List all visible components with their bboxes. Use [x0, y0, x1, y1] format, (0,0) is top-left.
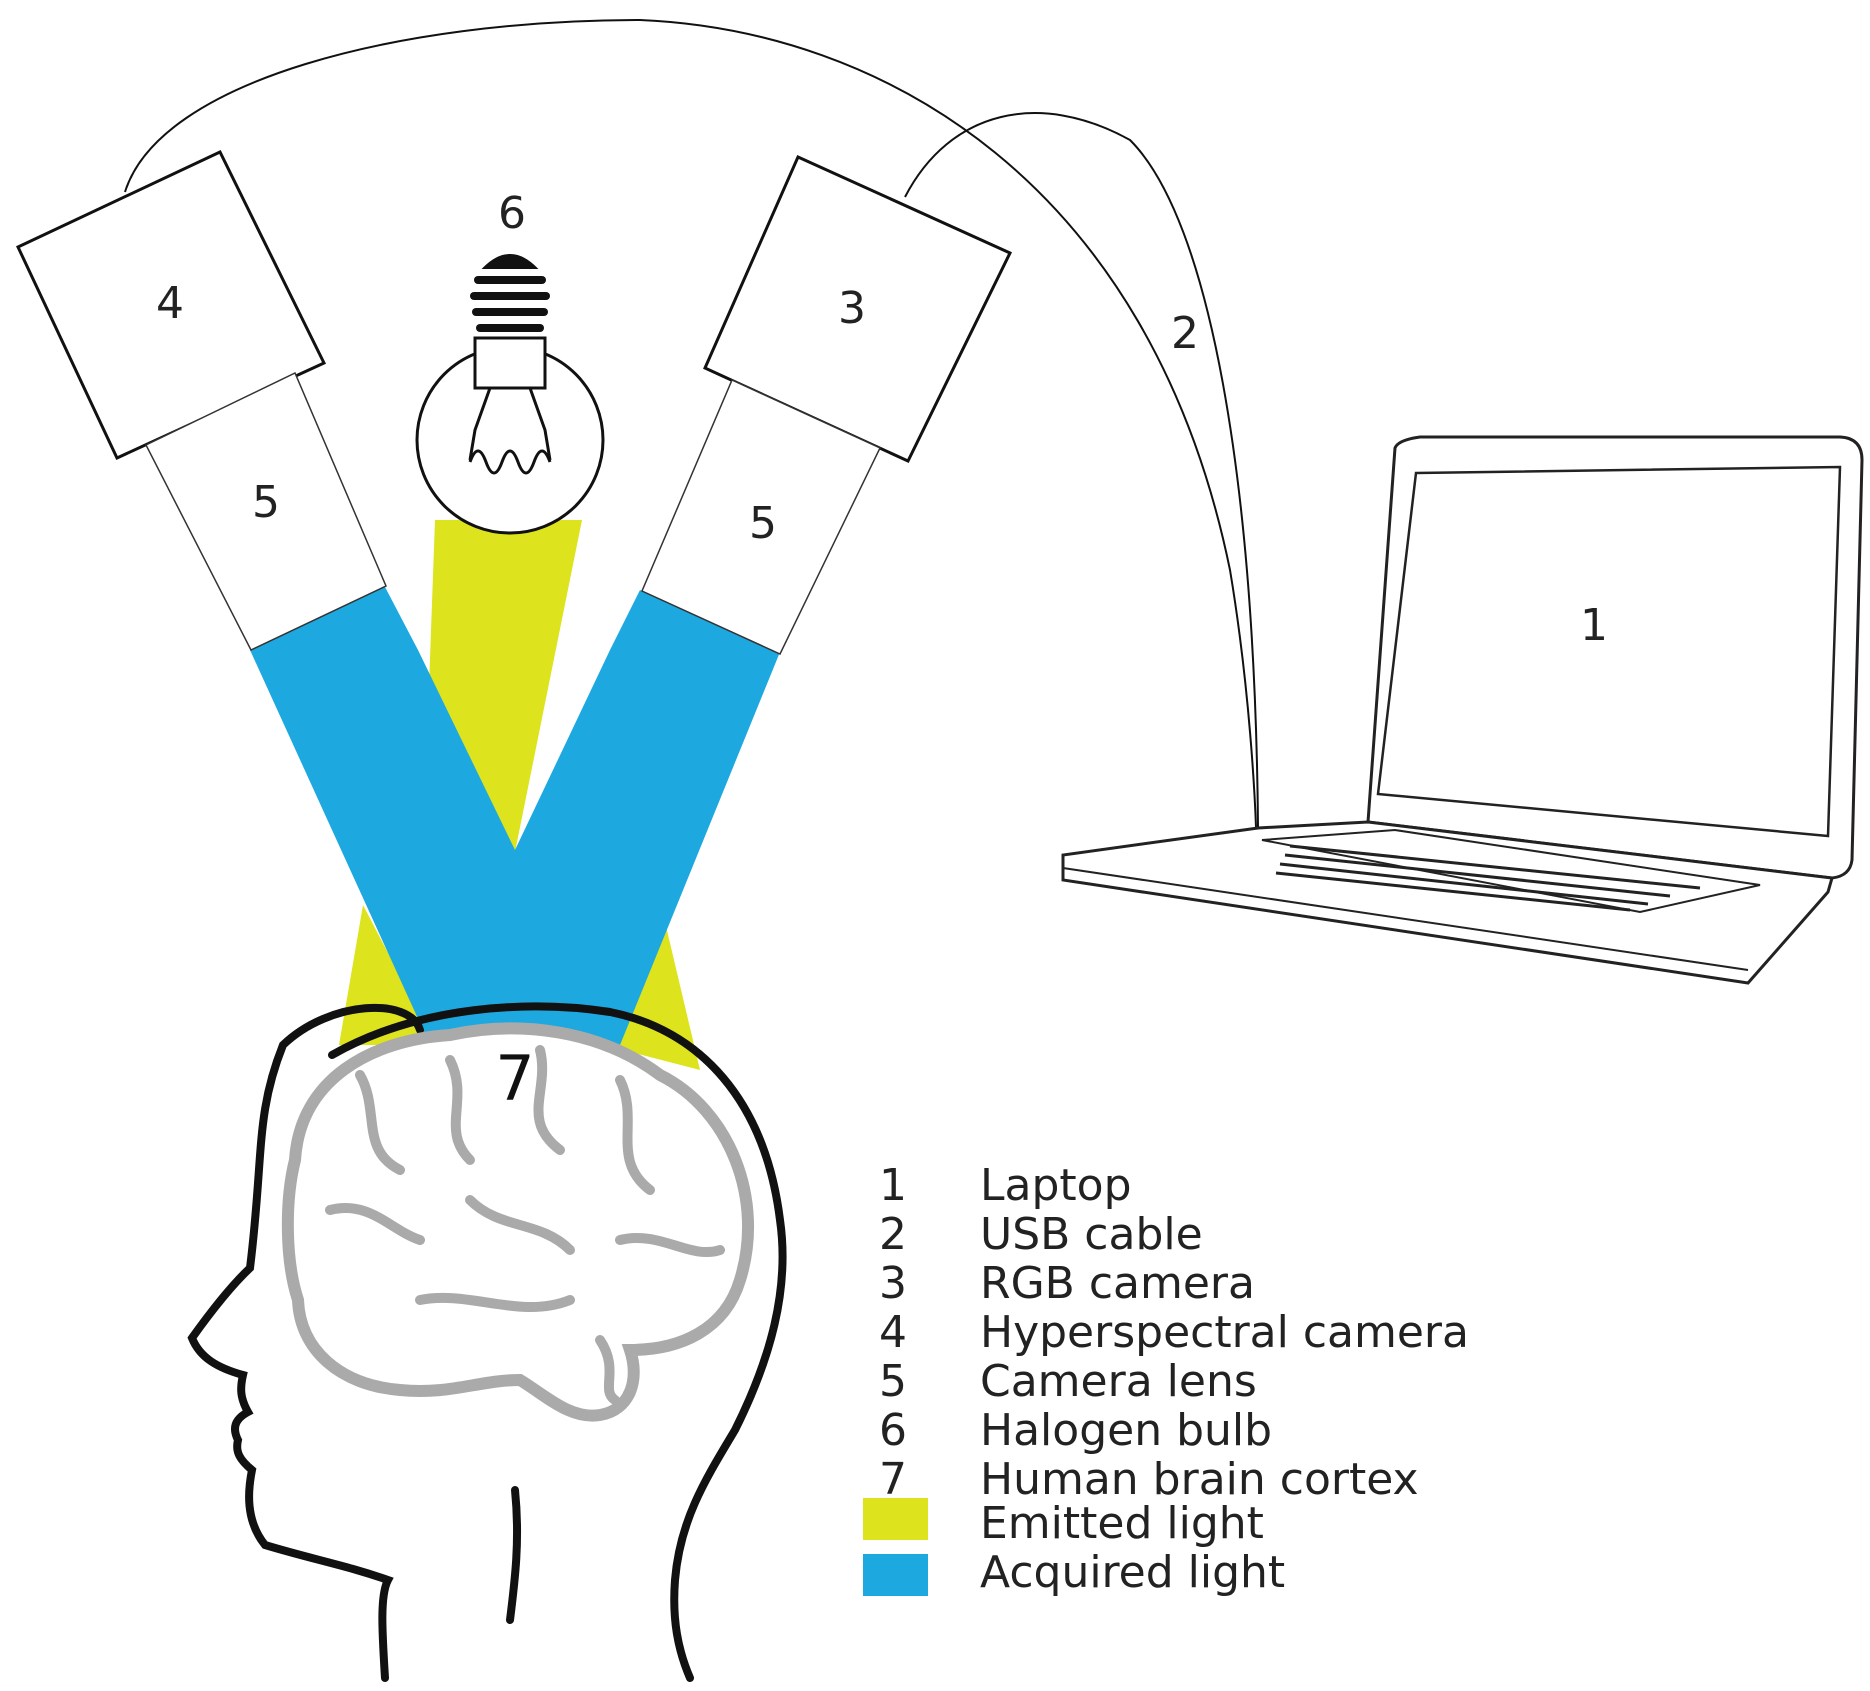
legend-swatch-acquired — [863, 1554, 928, 1596]
diagram-labels: 1 2 3 4 5 5 6 7 — [156, 188, 1608, 1115]
usb-cable-hyperspectral — [124, 18, 1257, 828]
halogen-bulb — [415, 254, 605, 535]
legend-num: 2 — [879, 1209, 907, 1260]
label-rgb-camera: 3 — [838, 283, 866, 334]
emitted-light-right — [604, 905, 700, 1070]
label-lens-right: 5 — [749, 498, 777, 549]
bulb-screw-base — [470, 276, 550, 332]
usb-cable-rgb — [904, 112, 1259, 828]
bulb-cap — [481, 254, 539, 269]
label-hyperspectral-camera: 4 — [156, 278, 184, 329]
bulb-filament-wires — [468, 387, 552, 461]
acquired-light-beam — [250, 587, 780, 1045]
chin-line — [506, 1486, 522, 1624]
legend-num: 7 — [879, 1454, 907, 1505]
legend-text: Laptop — [980, 1160, 1132, 1211]
label-halogen-bulb: 6 — [498, 188, 526, 239]
legend-num: 1 — [879, 1160, 907, 1211]
legend-text: RGB camera — [980, 1258, 1255, 1309]
bulb-neck — [473, 336, 547, 390]
head-and-brain — [187, 1002, 787, 1682]
label-usb-cable: 2 — [1171, 308, 1199, 359]
legend-text-acquired: Acquired light — [980, 1547, 1285, 1598]
laptop-screen — [1376, 465, 1842, 838]
laptop-base — [1061, 820, 1834, 985]
legend-text: Hyperspectral camera — [980, 1307, 1469, 1358]
head-outline — [187, 1003, 424, 1682]
legend: 1 Laptop 2 USB cable 3 RGB camera 4 Hype… — [863, 1160, 1469, 1598]
laptop-front-edge — [1062, 867, 1749, 971]
brain-folds — [325, 1045, 725, 1405]
legend-num: 6 — [879, 1405, 907, 1456]
legend-text: Human brain cortex — [980, 1454, 1419, 1505]
head-crown — [328, 1002, 787, 1682]
label-cortex: 7 — [495, 1042, 534, 1115]
keyboard-keys — [1275, 844, 1701, 912]
legend-text: USB cable — [980, 1209, 1203, 1260]
laptop — [1061, 435, 1864, 985]
rgb-camera-body — [703, 155, 1013, 463]
bulb-filament-coil — [468, 449, 552, 475]
legend-text: Camera lens — [980, 1356, 1257, 1407]
legend-text: Halogen bulb — [980, 1405, 1272, 1456]
rgb-camera — [641, 155, 1013, 655]
label-lens-left: 5 — [252, 477, 280, 528]
legend-num: 3 — [879, 1258, 907, 1309]
legend-num: 5 — [879, 1356, 907, 1407]
hyperspectral-camera — [16, 150, 387, 651]
hyperspectral-camera-body — [16, 150, 327, 460]
legend-swatch-emitted — [863, 1498, 928, 1540]
label-laptop: 1 — [1580, 600, 1608, 651]
camera-lens-left — [144, 371, 387, 651]
camera-lens-right — [641, 378, 882, 655]
legend-num: 4 — [879, 1307, 907, 1358]
usb-cables — [124, 18, 1259, 828]
legend-text-emitted: Emitted light — [980, 1498, 1264, 1549]
